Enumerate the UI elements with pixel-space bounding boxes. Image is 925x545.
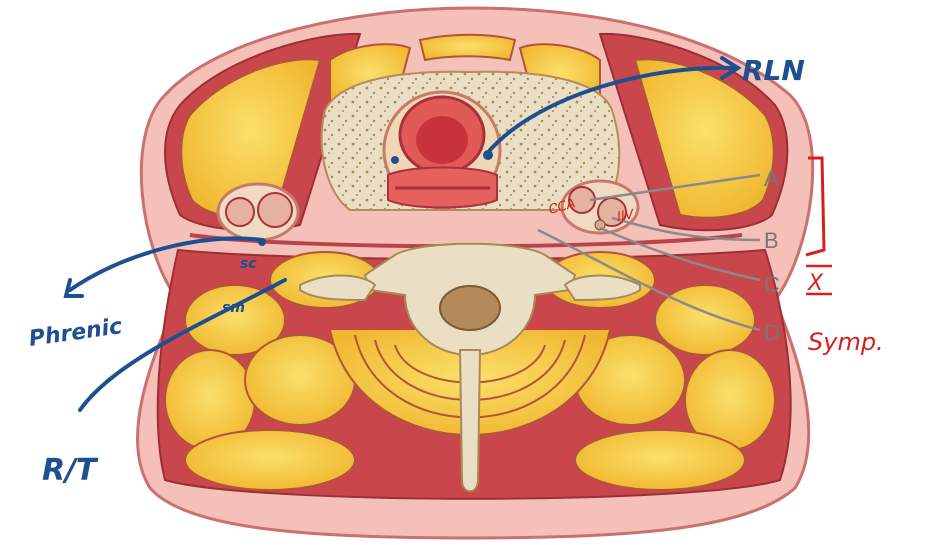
blue-note-sm: sm: [222, 300, 245, 316]
blue-note-sc: sc: [240, 256, 257, 272]
label-D: D: [764, 320, 780, 345]
red-note-symp: Symp.: [808, 328, 884, 356]
blue-note-rt: R/T: [42, 453, 99, 488]
red-mark-x: X: [807, 271, 824, 296]
label-A: A: [764, 166, 779, 191]
blue-note-rln: RLN: [742, 54, 805, 87]
spinal-cord: [440, 286, 500, 330]
spinous-process: [460, 350, 480, 491]
label-C: C: [764, 272, 780, 297]
strap-muscle-top: [420, 35, 515, 60]
label-B: B: [764, 228, 779, 253]
blue-note-phrenic: Phrenic: [27, 314, 123, 352]
